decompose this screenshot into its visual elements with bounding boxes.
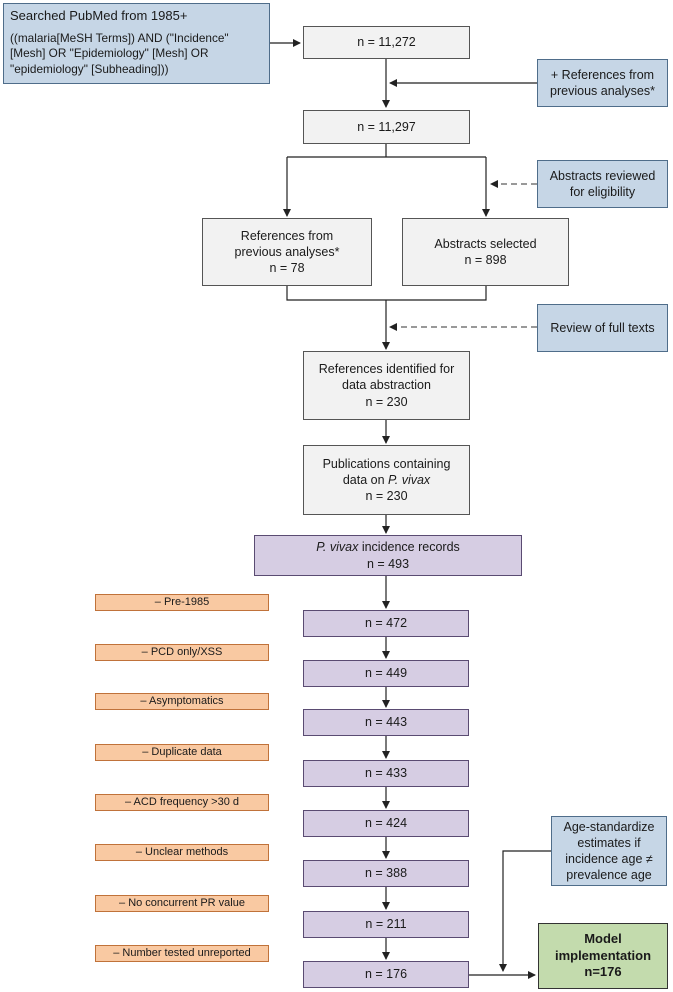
exclusion-reason-text: – No concurrent PR value xyxy=(119,897,245,910)
references-identified-box: References identified for data abstracti… xyxy=(303,351,470,420)
age-standardize-label: Age-standardize estimates if incidence a… xyxy=(563,819,655,883)
added-references-box: + References from previous analyses* xyxy=(537,59,668,107)
remaining-count: n = 472 xyxy=(364,616,408,631)
remaining-count-box: n = 449 xyxy=(303,660,469,687)
publications-vivax-box: Publications containing data on P. vivax… xyxy=(303,445,470,515)
exclusion-reason-text: – Asymptomatics xyxy=(140,695,224,708)
remaining-count-box: n = 388 xyxy=(303,860,469,887)
remaining-count: n = 433 xyxy=(364,766,408,781)
exclusion-reason: – PCD only/XSS xyxy=(95,644,269,661)
abstracts-selected-label: Abstracts selected xyxy=(434,236,537,251)
remaining-count-box: n = 472 xyxy=(303,610,469,637)
exclusion-reason-text: – ACD frequency >30 d xyxy=(124,796,240,809)
combined-records-box: n = 11,297 xyxy=(303,110,470,144)
exclusion-reason-text: – PCD only/XSS xyxy=(141,646,223,659)
model-line2: implementation xyxy=(554,947,652,963)
remaining-count: n = 176 xyxy=(364,967,408,982)
references-identified-label: References identified for data abstracti… xyxy=(318,362,455,393)
remaining-count: n = 449 xyxy=(364,666,408,681)
publications-label-prefix: data on xyxy=(342,472,389,487)
remaining-count-box: n = 211 xyxy=(303,911,469,938)
incidence-records-box: P. vivax incidence records n = 493 xyxy=(254,535,522,576)
full-text-review-label: Review of full texts xyxy=(550,320,655,335)
model-line1: Model xyxy=(584,930,622,946)
remaining-count: n = 424 xyxy=(364,816,408,831)
incidence-records-count: n = 493 xyxy=(366,556,410,571)
exclusion-reason-text: – Pre-1985 xyxy=(154,596,210,609)
incidence-label-suffix: incidence records xyxy=(358,540,460,555)
records-identified-box: n = 11,272 xyxy=(303,26,470,59)
remaining-count: n = 443 xyxy=(364,715,408,730)
remaining-count: n = 388 xyxy=(364,866,408,881)
records-identified-count: n = 11,272 xyxy=(357,35,416,50)
exclusion-reason: – Asymptomatics xyxy=(95,693,269,710)
exclusion-reason: – No concurrent PR value xyxy=(95,895,269,912)
previous-references-count: n = 78 xyxy=(269,261,305,276)
publications-species: P. vivax xyxy=(388,472,431,487)
abstracts-reviewed-label: Abstracts reviewed for eligibility xyxy=(549,168,656,199)
previous-references-box: References from previous analyses* n = 7… xyxy=(202,218,372,286)
publications-count: n = 230 xyxy=(365,489,408,504)
incidence-records-label: P. vivax incidence records xyxy=(316,539,460,555)
incidence-species: P. vivax xyxy=(316,540,359,555)
full-text-review-box: Review of full texts xyxy=(537,304,668,352)
pubmed-search-box: Searched PubMed from 1985+ ((malaria[MeS… xyxy=(3,3,270,84)
model-count: n=176 xyxy=(584,964,622,980)
references-identified-count: n = 230 xyxy=(365,394,408,409)
exclusion-reason-text: – Unclear methods xyxy=(135,846,229,859)
exclusion-reason: – Duplicate data xyxy=(95,744,269,761)
exclusion-reason: – Unclear methods xyxy=(95,844,269,861)
exclusion-reason-text: – Number tested unreported xyxy=(113,947,251,960)
publications-label-line1: Publications containing xyxy=(322,456,451,471)
exclusion-reason: – Pre-1985 xyxy=(95,594,269,611)
exclusion-reason-text: – Duplicate data xyxy=(142,746,222,759)
abstracts-selected-box: Abstracts selected n = 898 xyxy=(402,218,569,286)
abstracts-selected-count: n = 898 xyxy=(464,253,507,267)
exclusion-reason: – Number tested unreported xyxy=(95,945,269,962)
model-implementation-box: Model implementation n=176 xyxy=(538,923,668,989)
age-standardize-box: Age-standardize estimates if incidence a… xyxy=(551,816,667,886)
combined-records-count: n = 11,297 xyxy=(357,119,416,134)
added-references-label: + References from previous analyses* xyxy=(550,67,655,98)
exclusion-reason: – ACD frequency >30 d xyxy=(95,794,269,811)
abstracts-reviewed-box: Abstracts reviewed for eligibility xyxy=(537,160,668,208)
remaining-count-box: n = 176 xyxy=(303,961,469,988)
remaining-count-box: n = 433 xyxy=(303,760,469,787)
remaining-count: n = 211 xyxy=(365,917,407,932)
search-title: Searched PubMed from 1985+ xyxy=(10,8,188,23)
remaining-count-box: n = 424 xyxy=(303,810,469,837)
remaining-count-box: n = 443 xyxy=(303,709,469,736)
publications-label-line2: data on P. vivax xyxy=(343,472,430,488)
search-query: ((malaria[MeSH Terms]) AND ("Incidence" … xyxy=(10,30,229,76)
previous-references-label: References from previous analyses* xyxy=(234,228,340,259)
